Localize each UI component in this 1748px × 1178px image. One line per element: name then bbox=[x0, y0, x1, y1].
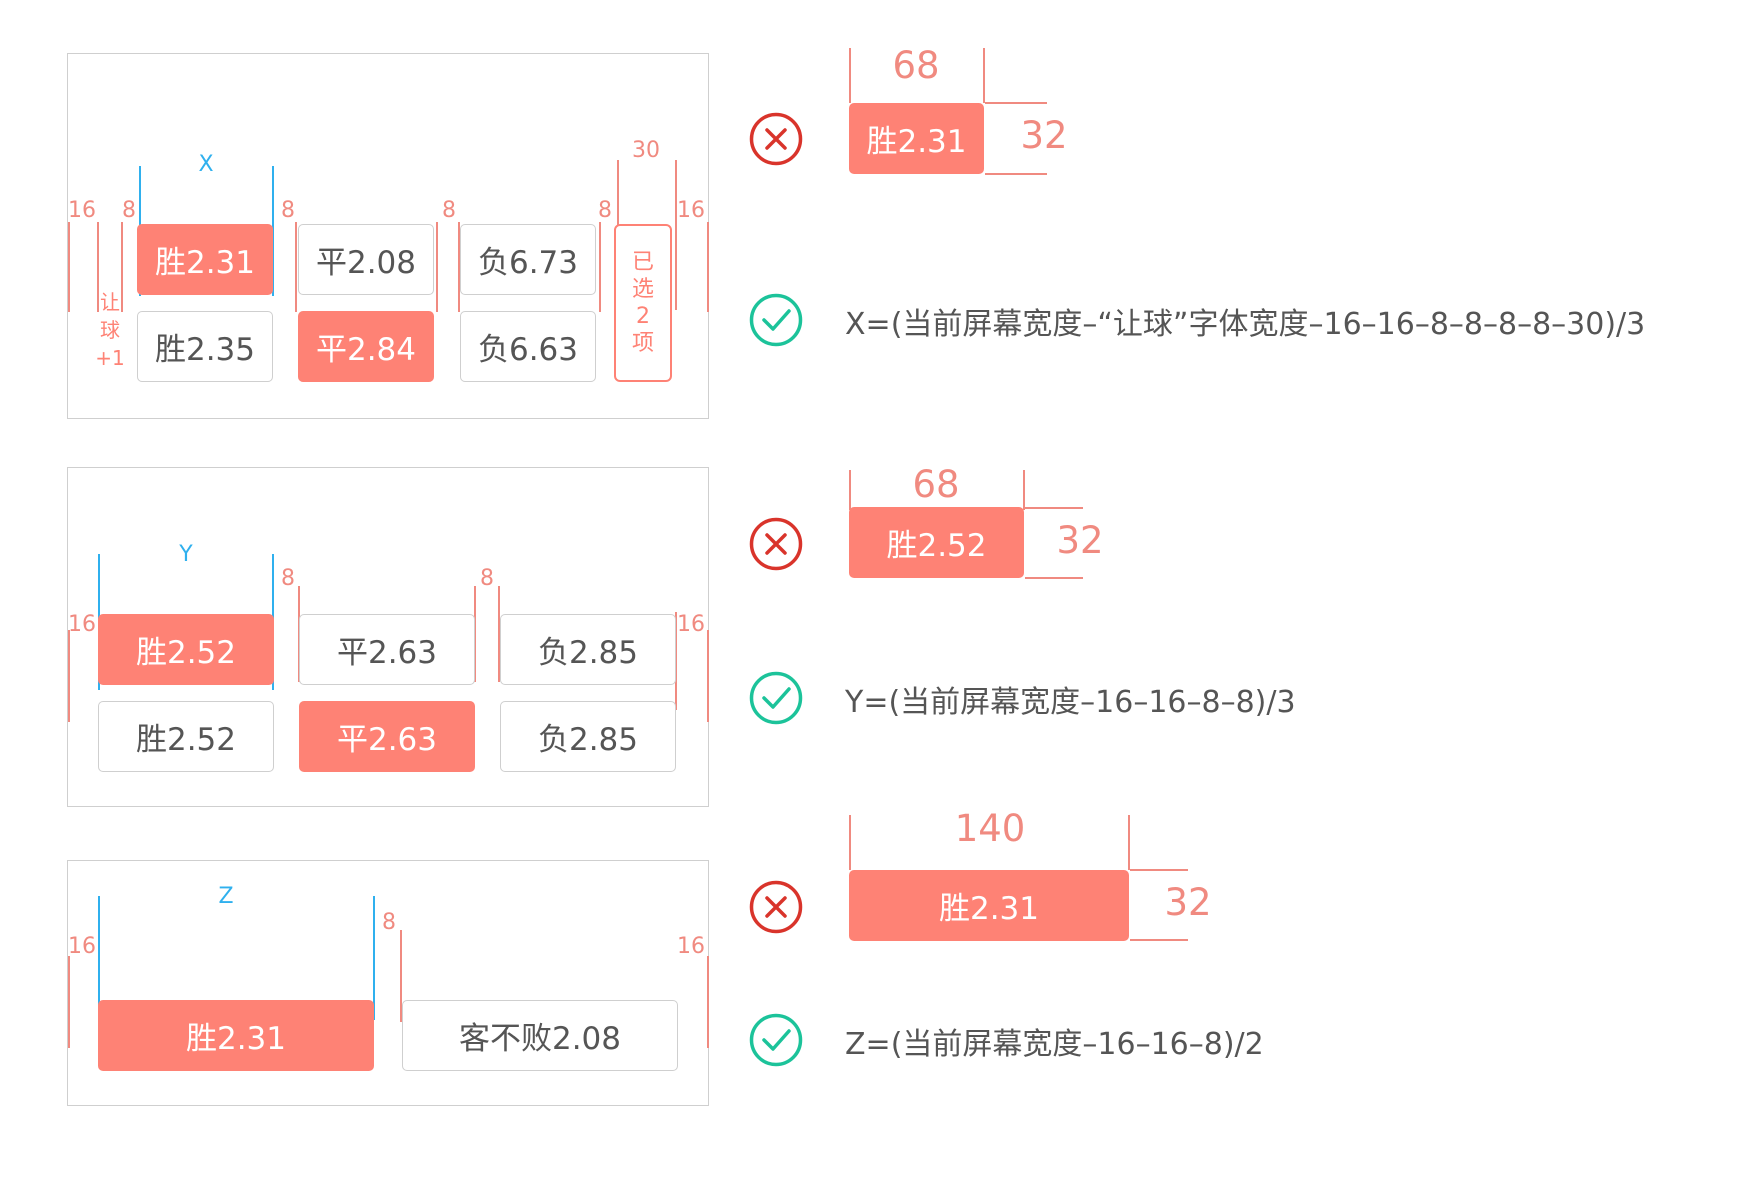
odds-button-draw[interactable]: 平2.84 bbox=[298, 311, 434, 382]
width-label-y: Y bbox=[179, 542, 193, 567]
dim-line bbox=[373, 896, 375, 1020]
badge-char: 选 bbox=[631, 277, 654, 302]
dim-line bbox=[983, 48, 985, 103]
margin-label-gap1: 8 bbox=[281, 566, 295, 591]
cross-circle-icon bbox=[749, 880, 803, 934]
cross-circle-icon bbox=[749, 517, 803, 571]
width-dimension: 68 bbox=[892, 44, 940, 87]
dim-line bbox=[458, 222, 460, 312]
margin-label-gap1: 8 bbox=[281, 198, 295, 223]
odds-button-lose[interactable]: 负6.63 bbox=[460, 311, 596, 382]
dim-line bbox=[1025, 507, 1083, 509]
odds-button-win[interactable]: 胜2.31 bbox=[98, 1000, 374, 1071]
odds-button-win[interactable]: 胜2.52 bbox=[98, 701, 274, 772]
formula-y: Y=(当前屏幕宽度–16–16–8–8)/3 bbox=[845, 685, 1296, 720]
dim-line bbox=[400, 930, 402, 1022]
odds-button-draw[interactable]: 平2.08 bbox=[298, 224, 434, 295]
handicap-char: 让 bbox=[100, 290, 120, 314]
margin-label-gap2: 8 bbox=[442, 198, 456, 223]
height-dimension: 32 bbox=[1056, 519, 1104, 562]
odds-button-draw[interactable]: 平2.63 bbox=[299, 701, 475, 772]
dim-line bbox=[985, 173, 1047, 175]
width-dimension: 68 bbox=[912, 463, 960, 506]
dim-line bbox=[675, 160, 677, 310]
check-circle-icon bbox=[749, 671, 803, 725]
wrong-example-button[interactable]: 胜2.31 bbox=[849, 870, 1129, 941]
selected-count-badge[interactable]: 已 选 2 项 bbox=[614, 224, 672, 382]
margin-label-gap3: 8 bbox=[598, 198, 612, 223]
cross-circle-icon bbox=[749, 112, 803, 166]
dim-line bbox=[1025, 577, 1083, 579]
dim-line bbox=[1128, 815, 1130, 870]
handicap-label: 让 球 +1 bbox=[94, 288, 126, 372]
margin-label-gap2: 8 bbox=[480, 566, 494, 591]
dim-line bbox=[1130, 869, 1188, 871]
margin-label-left: 16 bbox=[68, 198, 96, 223]
margin-label-left: 16 bbox=[68, 612, 96, 637]
margin-label-side-width: 30 bbox=[632, 138, 660, 163]
check-circle-icon bbox=[749, 293, 803, 347]
odds-button-lose[interactable]: 负2.85 bbox=[500, 614, 676, 685]
wrong-example-button[interactable]: 胜2.31 bbox=[849, 103, 984, 174]
odds-button-win[interactable]: 胜2.52 bbox=[98, 614, 274, 685]
dim-line bbox=[707, 956, 709, 1048]
height-dimension: 32 bbox=[1164, 881, 1212, 924]
dim-line bbox=[436, 222, 438, 312]
margin-label-gap: 8 bbox=[382, 910, 396, 935]
margin-label-left: 16 bbox=[68, 934, 96, 959]
odds-button-draw[interactable]: 平2.63 bbox=[299, 614, 475, 685]
dim-line bbox=[985, 102, 1047, 104]
odds-button-lose[interactable]: 负2.85 bbox=[500, 701, 676, 772]
badge-char: 已 bbox=[631, 250, 654, 275]
dim-line bbox=[707, 222, 709, 312]
dim-line bbox=[1130, 939, 1188, 941]
odds-button-away-not-lose[interactable]: 客不败2.08 bbox=[402, 1000, 678, 1071]
check-circle-icon bbox=[749, 1013, 803, 1067]
dim-line bbox=[599, 222, 601, 312]
width-label-x: X bbox=[198, 152, 214, 177]
margin-label-right: 16 bbox=[677, 934, 705, 959]
handicap-char: 球 bbox=[100, 318, 120, 342]
margin-label-right: 16 bbox=[677, 612, 705, 637]
badge-char: 项 bbox=[631, 331, 654, 356]
odds-button-win[interactable]: 胜2.31 bbox=[137, 224, 273, 295]
formula-x: X=(当前屏幕宽度–“让球”字体宽度–16–16–8–8–8–8–30)/3 bbox=[845, 307, 1646, 342]
odds-button-win[interactable]: 胜2.35 bbox=[137, 311, 273, 382]
wrong-example-button[interactable]: 胜2.52 bbox=[849, 507, 1024, 578]
dim-line bbox=[97, 222, 99, 312]
odds-button-lose[interactable]: 负6.73 bbox=[460, 224, 596, 295]
dim-line bbox=[295, 222, 297, 312]
dim-line bbox=[98, 896, 100, 1020]
width-dimension: 140 bbox=[954, 807, 1026, 850]
dim-line bbox=[849, 815, 851, 870]
width-label-z: Z bbox=[218, 884, 234, 909]
handicap-char: +1 bbox=[95, 346, 125, 370]
dim-line bbox=[849, 470, 851, 510]
margin-label-right: 16 bbox=[677, 198, 705, 223]
dim-line bbox=[1023, 470, 1025, 510]
dim-line bbox=[707, 630, 709, 722]
dim-line bbox=[68, 956, 70, 1048]
height-dimension: 32 bbox=[1020, 114, 1068, 157]
dim-line bbox=[68, 222, 70, 312]
dim-line bbox=[849, 48, 851, 103]
dim-line bbox=[68, 630, 70, 722]
formula-z: Z=(当前屏幕宽度–16–16–8)/2 bbox=[845, 1027, 1264, 1062]
badge-char: 2 bbox=[636, 304, 650, 329]
dim-line bbox=[498, 586, 500, 682]
margin-label-side-gap: 8 bbox=[122, 198, 136, 223]
dim-line bbox=[121, 222, 123, 312]
dim-line bbox=[298, 586, 300, 682]
